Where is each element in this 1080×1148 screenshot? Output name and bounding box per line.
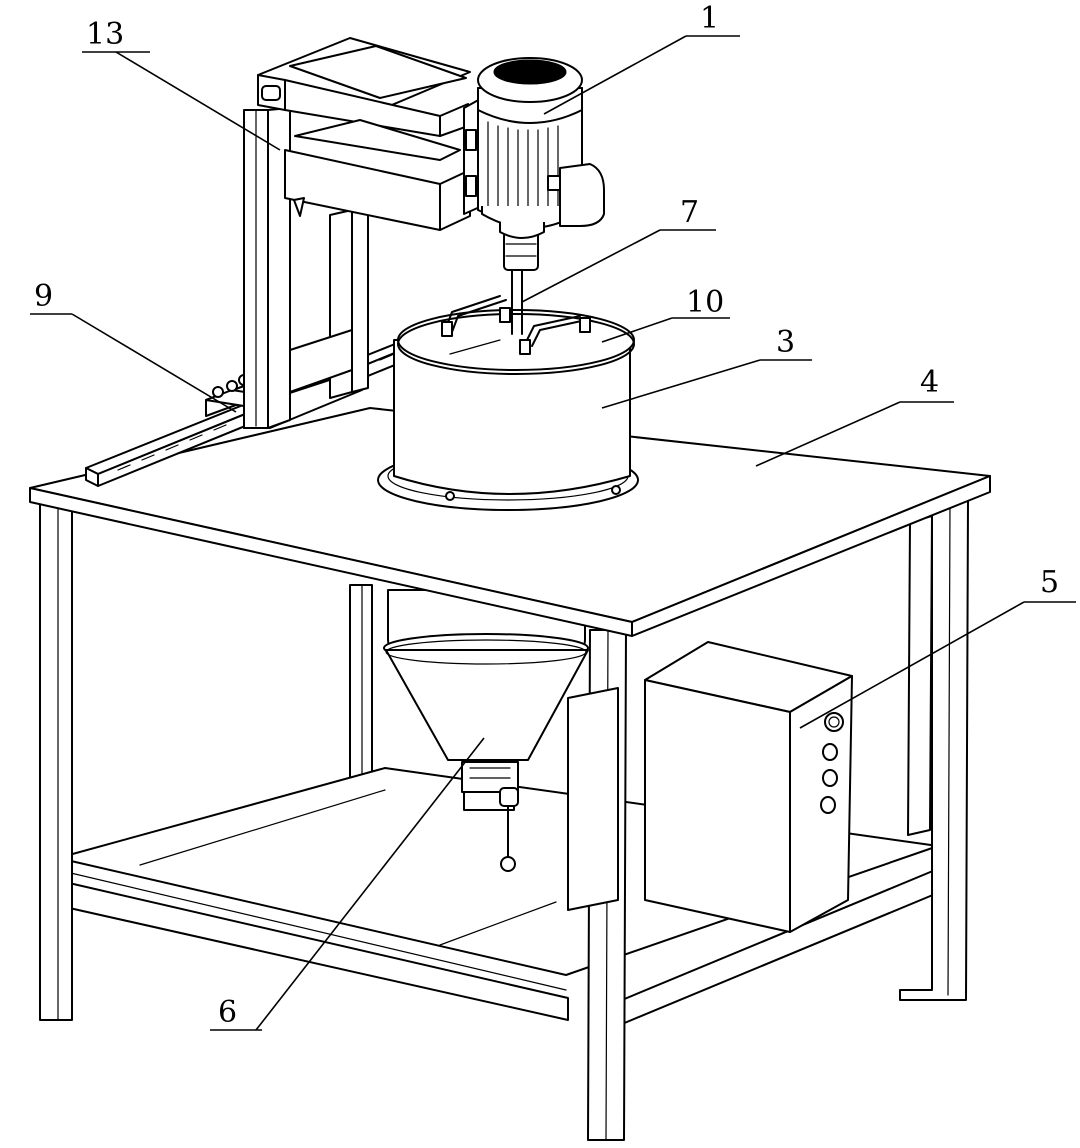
label-gantry-frame: 13 xyxy=(86,17,124,52)
table-top xyxy=(29,407,991,637)
button-icon xyxy=(822,743,838,761)
callout-tank: 3 xyxy=(601,325,812,409)
callout-rail: 9 xyxy=(30,279,237,413)
label-hopper: 6 xyxy=(218,995,237,1030)
label-shaft: 7 xyxy=(680,195,699,230)
label-control-box: 5 xyxy=(1040,565,1059,600)
table-frame xyxy=(39,499,969,1141)
back-right-leg xyxy=(907,515,933,836)
callout-hopper: 6 xyxy=(210,737,485,1031)
callouts: 1 13 7 9 10 3 4 xyxy=(30,1,1076,1031)
tank-lid xyxy=(397,295,635,375)
label-tank-lid: 10 xyxy=(686,285,724,320)
motor xyxy=(477,57,605,271)
label-rail: 9 xyxy=(34,279,53,314)
knob-icon xyxy=(824,712,844,732)
callout-table-top: 4 xyxy=(755,365,954,467)
motor-fan-cap xyxy=(493,59,567,85)
callout-motor: 1 xyxy=(543,1,740,115)
terminal-box xyxy=(559,163,605,227)
callout-shaft: 7 xyxy=(521,195,716,303)
label-table-top: 4 xyxy=(920,365,939,400)
tank xyxy=(377,339,639,511)
callout-control-box: 5 xyxy=(799,565,1076,729)
button-icon xyxy=(820,796,836,814)
tank-body xyxy=(393,339,631,495)
label-tank: 3 xyxy=(776,325,795,360)
callout-gantry-frame: 13 xyxy=(82,17,281,151)
callout-tank-lid: 10 xyxy=(601,285,730,343)
label-motor: 1 xyxy=(700,1,719,36)
control-box xyxy=(567,641,853,933)
box-bracket xyxy=(567,687,619,911)
shaft xyxy=(511,267,523,335)
button-icon xyxy=(822,769,838,787)
box-front xyxy=(644,679,791,933)
front-left-leg xyxy=(39,499,73,1021)
